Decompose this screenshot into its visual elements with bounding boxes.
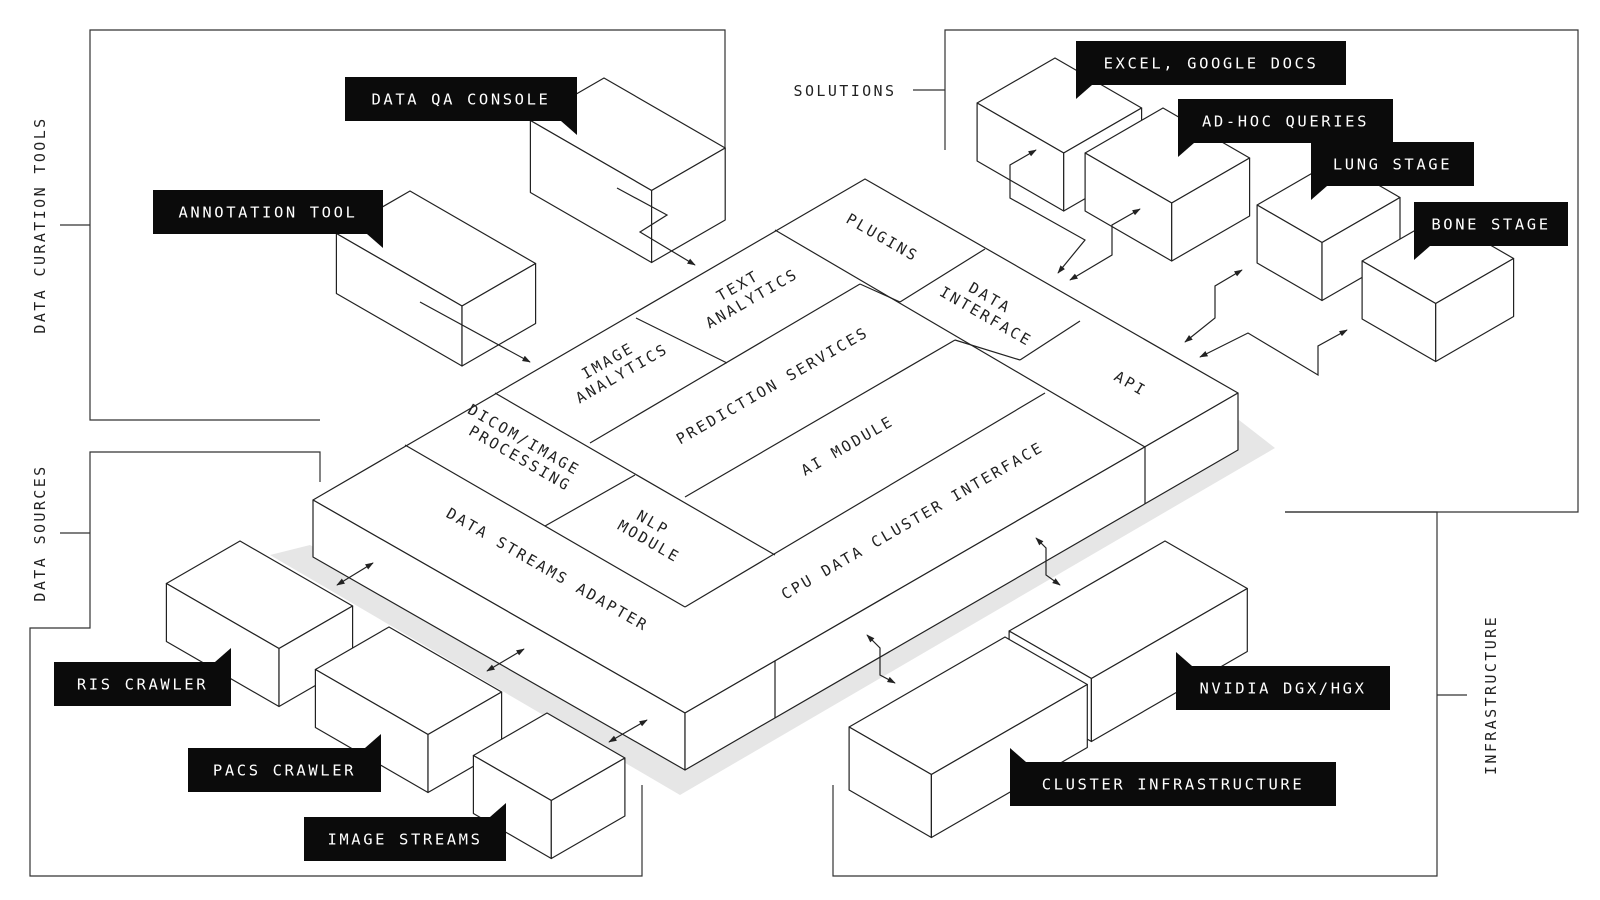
box-annotation-tool [335, 190, 537, 367]
divider-11 [635, 317, 728, 364]
arrow-cluster-infra-to-cluster [866, 634, 896, 684]
tag-pacs-crawler-bg [188, 748, 381, 792]
tag-ad-hoc-queries-text: AD-HOC QUERIES [1202, 113, 1369, 131]
divider-5 [589, 283, 861, 444]
arrow-annotation-to-platform [419, 301, 531, 363]
tag-nvidia-dgx-hgx-bg [1176, 666, 1390, 710]
tag-pacs-crawler-tail [365, 734, 381, 748]
group-frames [29, 29, 1579, 877]
divider-10 [859, 283, 901, 303]
group-label-infrastructure: INFRASTRUCTURE [1482, 615, 1500, 775]
tag-data-qa-console-text: DATA QA CONSOLE [372, 91, 551, 109]
tag-annotation-tool-text: ANNOTATION TOOL [179, 204, 358, 222]
box-bone-stage-side [1435, 257, 1515, 363]
tag-image-streams-text: IMAGE STREAMS [327, 831, 482, 849]
divider-7 [684, 339, 956, 498]
arrow-pacs-to-adapter [486, 648, 525, 672]
tag-annotation-tool-tail [367, 234, 383, 248]
tag-cluster-infrastructure-text: CLUSTER INFRASTRUCTURE [1042, 776, 1305, 794]
tag-ris-crawler-bg [54, 662, 231, 706]
box-image-streams [472, 712, 626, 860]
tag-ad-hoc-queries: AD-HOC QUERIES [1178, 99, 1393, 157]
tag-lung-stage-tail [1311, 186, 1327, 200]
arrow-bone-to-api [1199, 329, 1348, 377]
tag-bone-stage-tail [1414, 246, 1430, 260]
arrow-ris-to-adapter [336, 562, 374, 586]
tag-ris-crawler-tail [215, 648, 231, 662]
box-annotation-tool-side [461, 262, 537, 367]
frame-infrastructure [832, 511, 1438, 877]
tag-nvidia-dgx-hgx-tail [1176, 652, 1192, 666]
box-ris-crawler [165, 540, 354, 708]
arrow-streams-to-adapter [608, 719, 648, 743]
box-ad-hoc-queries-side [1171, 157, 1251, 262]
tag-lung-stage: LUNG STAGE [1311, 142, 1474, 200]
group-label-solutions: SOLUTIONS [794, 82, 897, 100]
tag-data-qa-console-tail [561, 121, 577, 135]
frame-data-curation-tools [89, 29, 726, 421]
tag-excel-google-docs-tail [1076, 85, 1092, 99]
box-nvidia-dgx-side [1090, 587, 1248, 743]
tag-pacs-crawler: PACS CRAWLER [188, 734, 381, 792]
frame-solutions [944, 29, 1579, 513]
platform-right-side [684, 392, 1239, 771]
box-cluster-infrastructure-side [930, 683, 1088, 839]
divider-4 [899, 248, 986, 303]
tag-annotation-tool-bg [153, 190, 383, 234]
tag-bone-stage: BONE STAGE [1414, 202, 1568, 260]
component-boxes [165, 57, 1515, 860]
tag-cluster-infrastructure-tail [1010, 748, 1026, 762]
divider-8 [684, 392, 1046, 608]
group-label-data-sources: DATA SOURCES [31, 464, 49, 601]
divider-9 [954, 339, 1021, 361]
platform: PLUGINS TEXT ANALYTICS IMAGE ANALYTICS D… [312, 178, 1239, 771]
tag-image-streams: IMAGE STREAMS [304, 803, 506, 861]
box-image-streams-side [550, 757, 626, 860]
tag-ad-hoc-queries-tail [1178, 143, 1194, 157]
tag-ris-crawler: RIS CRAWLER [54, 648, 231, 706]
tag-cluster-infrastructure-bg [1010, 762, 1336, 806]
box-data-qa-console [529, 77, 726, 264]
tag-nvidia-dgx-hgx-text: NVIDIA DGX/HGX [1199, 680, 1366, 698]
group-label-data-curation-tools: DATA CURATION TOOLS [31, 116, 49, 333]
divider-1 [774, 229, 1146, 448]
tag-cluster-infrastructure: CLUSTER INFRASTRUCTURE [1010, 748, 1336, 806]
tag-lung-stage-text: LUNG STAGE [1333, 156, 1452, 174]
box-ad-hoc-queries [1084, 107, 1251, 262]
divider-2 [494, 392, 776, 556]
divider-6 [1019, 320, 1081, 361]
arrow-qa-console-to-platform [616, 187, 696, 266]
divider-12 [544, 474, 636, 527]
tag-bone-stage-text: BONE STAGE [1431, 216, 1550, 234]
tag-excel-google-docs-bg [1076, 41, 1346, 85]
arrow-nvidia-to-cluster [1035, 537, 1061, 586]
frame-data-sources [29, 451, 643, 877]
tag-annotation-tool: ANNOTATION TOOL [153, 190, 383, 248]
label-tags: DATA QA CONSOLE ANNOTATION TOOL EXCEL, GOO… [54, 41, 1568, 861]
tag-ris-crawler-text: RIS CRAWLER [77, 676, 208, 694]
tag-image-streams-tail [490, 803, 506, 817]
tag-excel-google-docs: EXCEL, GOOGLE DOCS [1076, 41, 1346, 99]
tag-image-streams-bg [304, 817, 506, 861]
arrow-lung-to-api [1184, 269, 1243, 343]
platform-shadow [270, 420, 1275, 795]
tag-nvidia-dgx-hgx: NVIDIA DGX/HGX [1176, 652, 1390, 710]
tag-data-qa-console-bg [345, 77, 577, 121]
connectors [336, 149, 1348, 743]
tag-data-qa-console: DATA QA CONSOLE [345, 77, 577, 135]
tag-pacs-crawler-text: PACS CRAWLER [213, 762, 356, 780]
tag-ad-hoc-queries-bg [1178, 99, 1393, 143]
box-pacs-crawler [314, 626, 503, 794]
tag-bone-stage-bg [1414, 202, 1568, 246]
arrow-adhoc-to-api [1069, 208, 1141, 281]
box-cluster-infrastructure [848, 636, 1088, 839]
tag-lung-stage-bg [1311, 142, 1474, 186]
tag-excel-google-docs-text: EXCEL, GOOGLE DOCS [1104, 55, 1319, 73]
